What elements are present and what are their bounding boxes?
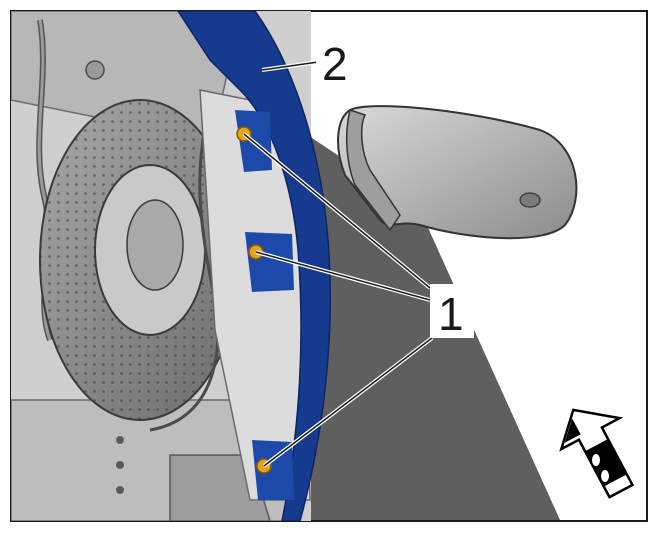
- vehicle-view-arrow-icon: [559, 408, 635, 499]
- callout-label-1: 1: [438, 288, 464, 340]
- wheel-arch-panel: [177, 11, 332, 521]
- callout-leaders: [242, 60, 434, 468]
- side-mirror: [337, 105, 578, 240]
- fastener-icon: [85, 60, 105, 80]
- callout-label-2: 2: [322, 38, 348, 90]
